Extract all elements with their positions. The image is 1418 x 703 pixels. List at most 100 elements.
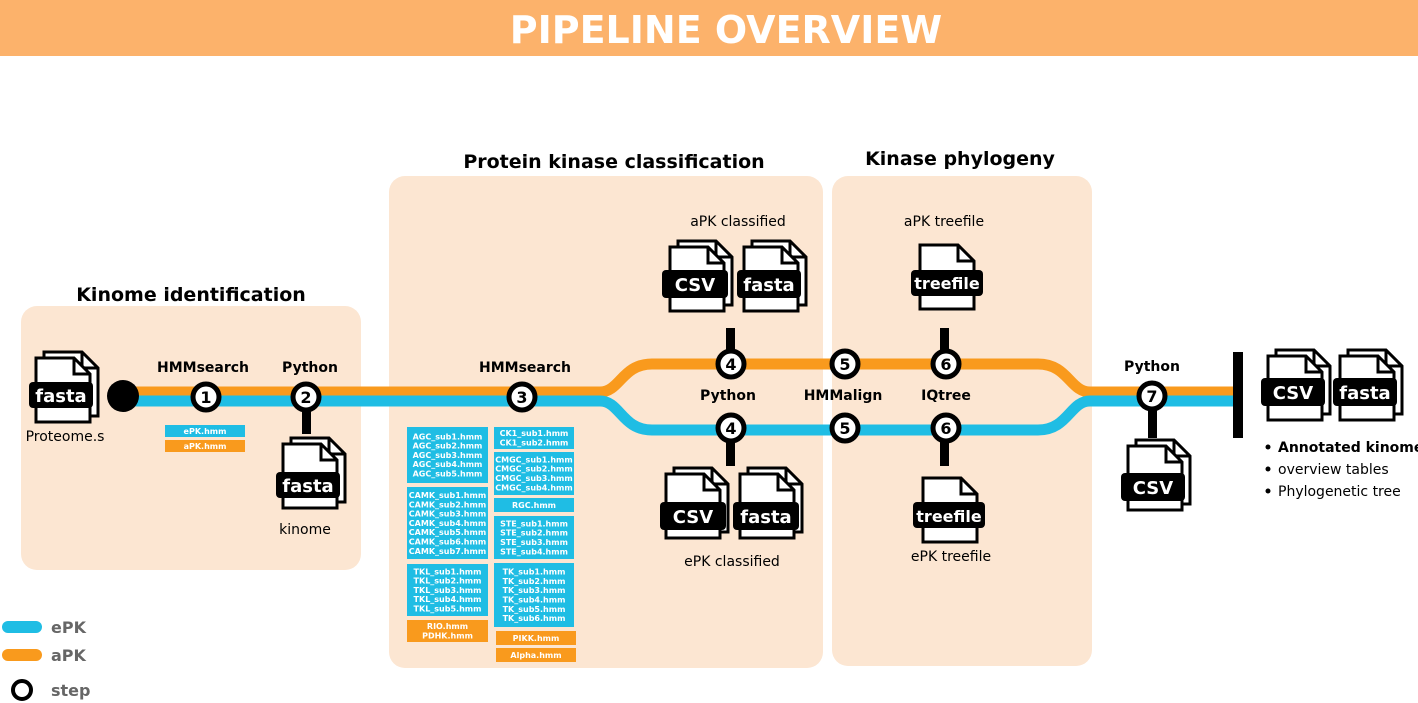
svg-text:5: 5 (839, 355, 850, 374)
hmm-label: CAMK_sub1.hmm (409, 491, 486, 500)
hmm-label: CK1_sub2.hmm (500, 439, 569, 448)
hmm-label: TK_sub6.hmm (503, 614, 566, 623)
hmm-label: STE_sub2.hmm (500, 529, 568, 538)
hmm-label: CK1_sub1.hmm (500, 429, 569, 438)
file-step7-csv-icon: CSV (1121, 438, 1192, 512)
legend-apk-label: aPK (51, 646, 87, 665)
file-apk-csv-icon: CSV (662, 239, 734, 313)
page-title: PIPELINE OVERVIEW (510, 8, 942, 52)
hmm-label: CAMK_sub2.hmm (409, 500, 486, 509)
svg-text:CSV: CSV (1133, 478, 1174, 499)
file-epk-csv-icon: CSV (660, 466, 730, 540)
connectors (302, 328, 1157, 466)
output-item-0: Annotated kinome (1278, 440, 1418, 456)
section-title-identification: Kinome identification (76, 284, 306, 306)
hmm-group-ste-box (494, 516, 574, 559)
tool-label-python-2: Python (282, 360, 338, 376)
hmm-group-rio-box (407, 620, 488, 642)
hmm-label: CAMK_sub6.hmm (409, 537, 486, 546)
hmm-label: AGC_sub1.hmm (413, 432, 483, 441)
tool-label-python-4: Python (700, 388, 756, 404)
hmm-label: AGC_sub3.hmm (413, 451, 483, 460)
hmm-label: TK_sub4.hmm (503, 596, 566, 605)
step-4-apk: 4 (715, 348, 747, 380)
svg-text:treefile: treefile (916, 507, 982, 526)
svg-text:4: 4 (725, 419, 736, 438)
hmm-label: CMGC_sub1.hmm (495, 455, 572, 464)
hmm-label: CMGC_sub3.hmm (495, 474, 572, 483)
file-label-apk-classified: aPK classified (690, 214, 786, 230)
hmm-label: STE_sub4.hmm (500, 547, 568, 556)
tool-label-hmmalign-5: HMMalign (804, 388, 883, 404)
start-node (107, 380, 139, 412)
svg-text:fasta: fasta (35, 386, 86, 407)
section-title-phylogeny: Kinase phylogeny (865, 148, 1055, 170)
header-bar (0, 0, 1418, 56)
outputs-list: Annotated kinome overview tables Phyloge… (1265, 440, 1418, 500)
hmm-label: TKL_sub5.hmm (414, 604, 482, 613)
svg-text:fasta: fasta (743, 275, 794, 296)
hmm-label: TKL_sub3.hmm (414, 586, 482, 595)
hmm-label: CMGC_sub4.hmm (495, 483, 572, 492)
svg-text:fasta: fasta (740, 507, 791, 528)
tool-label-iqtree-6: IQtree (921, 388, 971, 404)
tool-label-python-7: Python (1124, 359, 1180, 375)
step-6-apk: 6 (930, 348, 962, 380)
file-output-csv-icon: CSV (1261, 348, 1332, 422)
hmm-label: Alpha.hmm (510, 651, 561, 660)
hmm-label: AGC_sub2.hmm (413, 442, 483, 451)
svg-text:5: 5 (839, 419, 850, 438)
svg-text:3: 3 (516, 388, 527, 407)
hmm-label: TKL_sub4.hmm (414, 595, 482, 604)
legend-step-label: step (51, 681, 90, 700)
svg-text:CSV: CSV (673, 507, 714, 528)
legend-epk-label: ePK (51, 618, 87, 637)
hmm-label: CAMK_sub5.hmm (409, 528, 486, 537)
panel-identification (21, 306, 361, 570)
svg-text:fasta: fasta (1339, 383, 1390, 404)
file-epk-fasta-icon: fasta (733, 466, 804, 540)
file-apk-treefile-icon: treefile (911, 243, 983, 311)
hmm-label: PDHK.hmm (422, 632, 473, 641)
hmm-label: TK_sub2.hmm (503, 577, 566, 586)
hmm-group-cmgc-box (494, 452, 574, 495)
hmm-label: TKL_sub2.hmm (414, 577, 482, 586)
svg-text:CSV: CSV (1273, 383, 1314, 404)
file-label-epk-classified: ePK classified (684, 554, 780, 570)
step-6-epk: 6 (930, 412, 962, 444)
file-epk-treefile-icon: treefile (913, 476, 985, 544)
step-5-epk: 5 (829, 412, 861, 444)
hmm-group-tk-box (494, 563, 574, 627)
step-3: 3 (506, 381, 538, 413)
file-proteome-fasta-icon: fasta (29, 350, 100, 424)
hmm-epk-label: ePK.hmm (184, 427, 227, 436)
output-item-2: Phylogenetic tree (1278, 484, 1401, 500)
hmm-label: STE_sub3.hmm (500, 538, 568, 547)
svg-text:6: 6 (940, 419, 951, 438)
hmm-label: CAMK_sub4.hmm (409, 519, 486, 528)
svg-text:CSV: CSV (675, 275, 716, 296)
legend-step-icon (11, 679, 33, 701)
file-kinome-fasta-icon: fasta (276, 436, 347, 510)
svg-text:4: 4 (725, 355, 736, 374)
hmm-label: AGC_sub4.hmm (413, 460, 483, 469)
hmm-label: TK_sub3.hmm (503, 586, 566, 595)
svg-text:fasta: fasta (282, 476, 333, 497)
hmm-group-agc-box (407, 427, 488, 483)
step-5-apk: 5 (829, 348, 861, 380)
tool-label-hmmsearch-3: HMMsearch (479, 360, 571, 376)
end-bar (1233, 352, 1243, 438)
hmm-label: STE_sub1.hmm (500, 519, 568, 528)
section-title-classification: Protein kinase classification (463, 151, 764, 173)
step-2: 2 (290, 381, 322, 413)
hmm-group-alpha-box (496, 648, 576, 662)
svg-text:treefile: treefile (914, 274, 980, 293)
hmm-group-list: AGC_sub1.hmmAGC_sub2.hmmAGC_sub3.hmmAGC_… (407, 427, 576, 662)
file-label-epk-treefile: ePK treefile (911, 549, 991, 565)
hmm-apk-box (165, 440, 245, 452)
step-1: 1 (190, 381, 222, 413)
legend: ePK aPK step (2, 618, 90, 701)
step-4-epk: 4 (715, 412, 747, 444)
step-7: 7 (1136, 380, 1168, 412)
